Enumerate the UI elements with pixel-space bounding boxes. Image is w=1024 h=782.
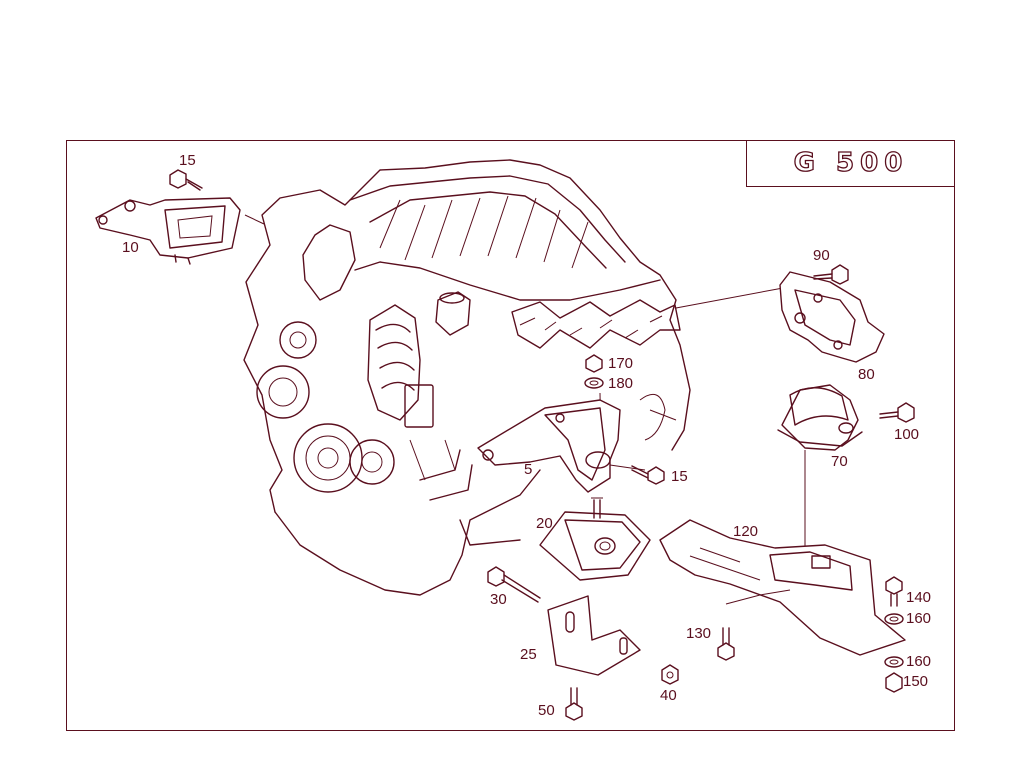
model-title: G 500 bbox=[793, 147, 909, 178]
part-70-mount bbox=[777, 384, 863, 555]
callout-25: 25 bbox=[520, 646, 537, 663]
part-10-bracket bbox=[95, 197, 241, 265]
part-5-bracket bbox=[477, 399, 621, 493]
callout-15-top: 15 bbox=[179, 152, 196, 169]
callout-160-lower: 160 bbox=[906, 653, 932, 670]
part-15-bolt-b bbox=[631, 465, 665, 485]
part-150-nut bbox=[885, 672, 903, 693]
part-50-bolt bbox=[565, 687, 583, 721]
callout-120: 120 bbox=[733, 523, 759, 540]
callout-40: 40 bbox=[660, 687, 677, 704]
engine-block bbox=[243, 159, 784, 596]
part-160-washer-b bbox=[884, 656, 904, 668]
callout-140: 140 bbox=[906, 589, 932, 606]
part-160-washer-a bbox=[884, 613, 904, 625]
part-80-bracket bbox=[779, 271, 885, 363]
part-140-bolt bbox=[885, 576, 903, 607]
callout-100: 100 bbox=[894, 426, 920, 443]
callout-5: 5 bbox=[524, 461, 533, 478]
part-15-bolt-a bbox=[169, 169, 203, 191]
part-180-washer bbox=[584, 377, 604, 389]
diagram-frame bbox=[66, 140, 955, 731]
callout-180: 180 bbox=[608, 375, 634, 392]
callout-150: 150 bbox=[903, 673, 929, 690]
model-label-box: G 500 bbox=[746, 140, 955, 187]
callout-15-middle: 15 bbox=[671, 468, 688, 485]
callout-50: 50 bbox=[538, 702, 555, 719]
part-90-bolt bbox=[813, 264, 849, 285]
callout-20: 20 bbox=[536, 515, 553, 532]
callout-90: 90 bbox=[813, 247, 830, 264]
callout-30: 30 bbox=[490, 591, 507, 608]
part-25-bracket bbox=[547, 595, 641, 676]
part-30-bolt bbox=[487, 566, 541, 603]
callout-80: 80 bbox=[858, 366, 875, 383]
callout-130: 130 bbox=[686, 625, 712, 642]
callout-170: 170 bbox=[608, 355, 634, 372]
callout-70: 70 bbox=[831, 453, 848, 470]
callout-160-upper: 160 bbox=[906, 610, 932, 627]
part-120-crossmember bbox=[659, 519, 906, 656]
part-40-nut bbox=[661, 664, 679, 685]
callout-10: 10 bbox=[122, 239, 139, 256]
part-20-mount bbox=[539, 497, 651, 581]
part-130-bolt bbox=[717, 589, 791, 661]
part-100-bolt bbox=[879, 402, 915, 423]
part-170-nut bbox=[585, 354, 603, 373]
